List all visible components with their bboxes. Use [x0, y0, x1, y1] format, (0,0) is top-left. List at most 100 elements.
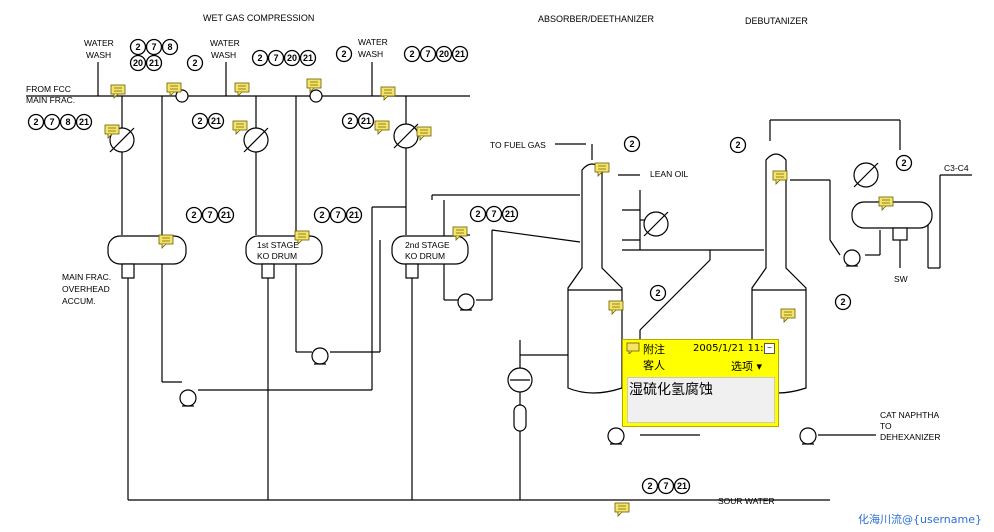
process-lines: [26, 62, 972, 501]
accum-label: ACCUM.: [62, 296, 96, 306]
second-stage-ko-drum: 2nd STAGE KO DRUM: [391, 235, 469, 279]
comment-note-icon[interactable]: [234, 82, 250, 97]
note-popup[interactable]: 附注 客人 2005/1/21 11:1 选项 ▾ − 湿硫化氢腐蚀: [622, 339, 779, 427]
water-wash-label-3b: WASH: [358, 49, 383, 59]
tag-n20: 20: [283, 49, 301, 67]
tag-number: 7: [663, 481, 668, 491]
tag-n21: 21: [217, 206, 235, 224]
tag-n2: 2: [313, 206, 331, 224]
water-wash-label-1: WATER: [84, 38, 114, 48]
note-popup-header: 附注 客人 2005/1/21 11:1 选项 ▾ −: [623, 340, 778, 374]
tag-n2: 2: [341, 112, 359, 130]
tag-n2: 2: [403, 45, 421, 63]
minimize-button[interactable]: −: [764, 343, 775, 354]
water-wash-label-1b: WASH: [86, 50, 111, 60]
sw-label: SW: [894, 274, 908, 284]
water-wash-label-2b: WASH: [211, 50, 236, 60]
tag-n2: 2: [834, 293, 852, 311]
tag-number: 21: [149, 58, 159, 68]
tag-number: 2: [341, 49, 346, 59]
tag-n21: 21: [357, 112, 375, 130]
main-frac-accumulator: [107, 235, 187, 279]
tag-number: 2: [191, 210, 196, 220]
tag-number: 21: [221, 210, 231, 220]
tag-number: 8: [167, 42, 172, 52]
tag-n7: 7: [485, 205, 503, 223]
tag-n21: 21: [501, 205, 519, 223]
note-popup-options[interactable]: 选项 ▾: [731, 360, 763, 373]
tag-number: 2: [655, 288, 660, 298]
tag-number: 7: [491, 209, 496, 219]
comment-note-icon[interactable]: [772, 170, 788, 185]
main-frac-accum-label: MAIN FRAC.: [62, 272, 111, 282]
tag-n2: 2: [623, 135, 641, 153]
pump-1: [179, 389, 197, 407]
to-label: TO: [880, 421, 892, 431]
tag-number: 20: [287, 53, 297, 63]
note-popup-author: 客人: [643, 359, 665, 372]
tag-n21: 21: [145, 54, 163, 72]
tag-number: 2: [840, 297, 845, 307]
absorber-column: [567, 163, 623, 394]
tag-n21: 21: [207, 112, 225, 130]
tag-n2: 2: [641, 477, 659, 495]
main-frac-label: MAIN FRAC.: [26, 95, 75, 105]
tag-number: 21: [677, 481, 687, 491]
reboiler: [507, 367, 533, 393]
to-fuel-gas-label: TO FUEL GAS: [490, 140, 546, 150]
tag-n21: 21: [451, 45, 469, 63]
comment-note-icon[interactable]: [104, 124, 120, 139]
tag-number: 7: [425, 49, 430, 59]
tag-n2: 2: [27, 113, 45, 131]
comment-note-icon[interactable]: [380, 86, 396, 101]
tag-n8: 8: [161, 38, 179, 56]
comment-note-icon[interactable]: [158, 234, 174, 249]
comment-note-icon[interactable]: [306, 78, 322, 93]
comment-note-icon[interactable]: [166, 82, 182, 97]
comment-note-icon[interactable]: [614, 502, 630, 517]
sour-water-label: SOUR WATER: [718, 496, 775, 506]
tag-number: 7: [207, 210, 212, 220]
tag-number: 2: [135, 42, 140, 52]
tag-number: 21: [361, 116, 371, 126]
comment-note-icon[interactable]: [110, 84, 126, 99]
water-wash-label-3: WATER: [358, 37, 388, 47]
tag-n21: 21: [673, 477, 691, 495]
tag-number: 2: [901, 158, 906, 168]
tag-n2: 2: [251, 49, 269, 67]
comment-note-icon[interactable]: [452, 226, 468, 241]
note-popup-body[interactable]: 湿硫化氢腐蚀: [627, 377, 775, 423]
pump-5: [799, 427, 817, 445]
tag-n20: 20: [435, 45, 453, 63]
overhead-drum: [851, 201, 933, 241]
cat-naphtha-label: CAT NAPHTHA: [880, 410, 940, 420]
tag-number: 8: [65, 117, 70, 127]
comment-note-icon[interactable]: [232, 120, 248, 135]
comment-note-icon[interactable]: [780, 308, 796, 323]
tag-n2: 2: [186, 54, 204, 72]
comment-note-icon[interactable]: [608, 300, 624, 315]
tag-number: 2: [319, 210, 324, 220]
tag-number: 21: [303, 53, 313, 63]
tag-number: 7: [151, 42, 156, 52]
comment-note-icon[interactable]: [374, 120, 390, 135]
tag-n7: 7: [201, 206, 219, 224]
tag-number: 21: [455, 49, 465, 59]
tag-number: 2: [409, 49, 414, 59]
tag-number: 20: [133, 58, 143, 68]
note-icons: [104, 78, 894, 517]
note-popup-title: 附注: [643, 343, 665, 356]
comment-note-icon[interactable]: [594, 162, 610, 177]
dehexanizer-label: DEHEXANIZER: [880, 432, 940, 442]
tag-n7: 7: [43, 113, 61, 131]
c3c4-label: C3-C4: [944, 163, 969, 173]
tag-n2: 2: [895, 154, 913, 172]
tag-number: 2: [475, 209, 480, 219]
comment-note-icon[interactable]: [416, 126, 432, 141]
comment-note-icon[interactable]: [294, 230, 310, 245]
comment-note-icon[interactable]: [878, 196, 894, 211]
pump-3: [457, 293, 475, 311]
compressor-2: [309, 89, 323, 103]
note-popup-text: 湿硫化氢腐蚀: [629, 382, 713, 398]
